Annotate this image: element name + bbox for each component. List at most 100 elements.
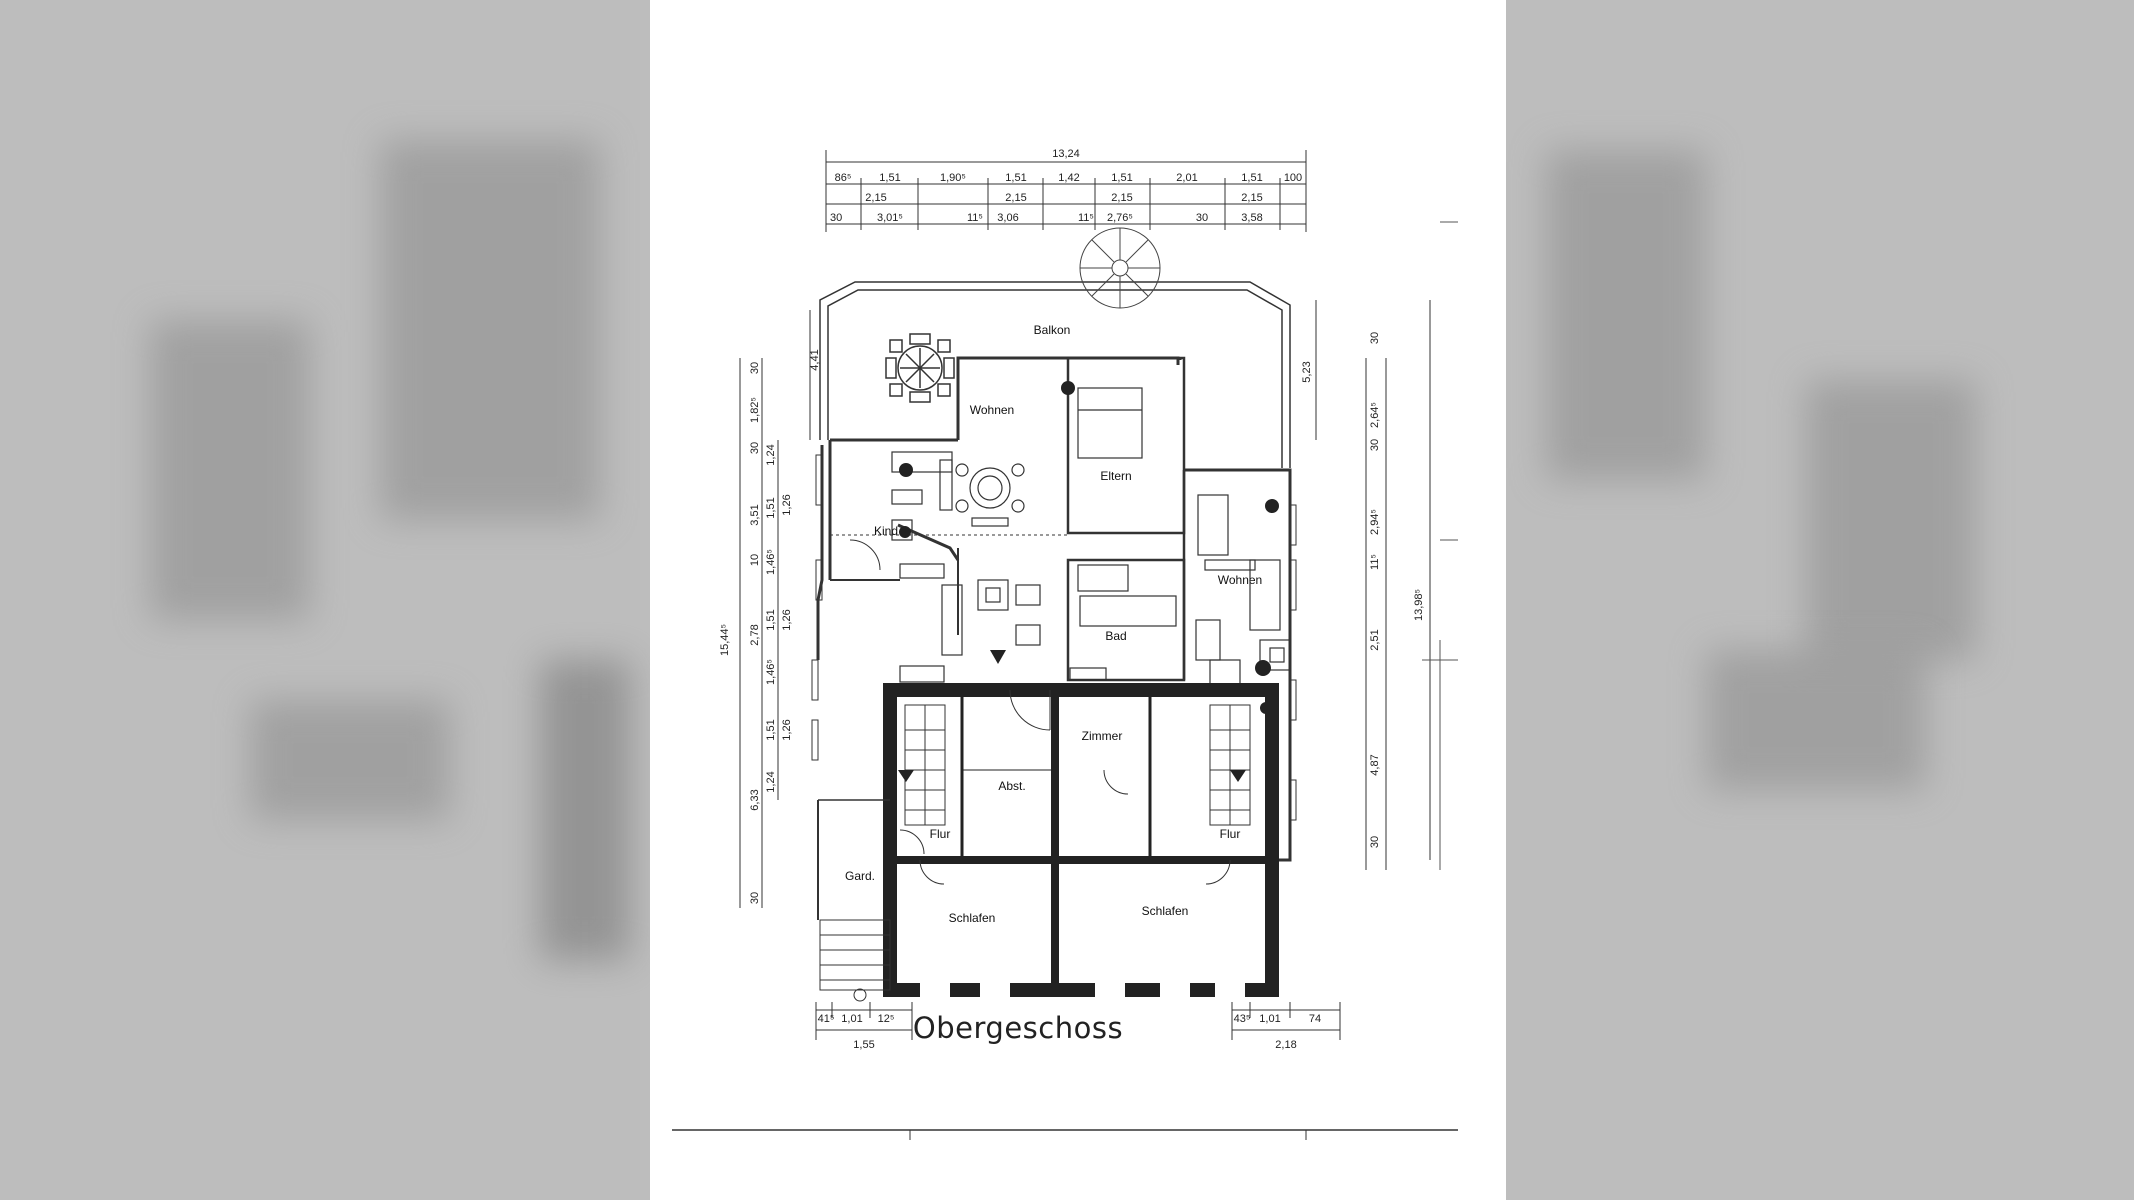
- blurred-background-left: [0, 0, 650, 1200]
- dim-left-i6: 1,46⁵: [765, 659, 777, 685]
- dim-top-r3-7: 3,58: [1241, 212, 1262, 224]
- dim-left-outer: 30 1,82⁵ 30 3,51 10 2,78 6,33 30: [749, 362, 761, 904]
- dim-top-r3-0: 30: [830, 212, 842, 224]
- door-swings: [849, 539, 1231, 885]
- lower-window-gaps: [920, 983, 1245, 997]
- dim-top-r1-6: 2,01: [1176, 172, 1197, 184]
- dim-right-o0: 30: [1369, 332, 1381, 344]
- dim-bottom-left: 41⁵ 1,01 12⁵ 1,55: [818, 1013, 895, 1051]
- upper-furniture: [891, 387, 1291, 687]
- dim-top-row1: 86⁵ 1,51 1,90⁵ 1,51 1,42 1,51 2,01 1,51 …: [835, 172, 1303, 184]
- dim-left-inner: 1,24 1,51 1,26 1,46⁵ 1,51 1,26 1,46⁵ 1,5…: [765, 444, 793, 792]
- dim-left-i0: 1,24: [765, 444, 777, 465]
- dim-top-r1-7: 1,51: [1241, 172, 1262, 184]
- dim-top-r2-0: 2,15: [865, 192, 886, 204]
- room-label-wohnen-1: Wohnen: [970, 403, 1014, 417]
- dim-top-r1-3: 1,51: [1005, 172, 1026, 184]
- room-label-balkon: Balkon: [1034, 323, 1071, 337]
- blurred-background-right: [1506, 0, 2134, 1200]
- room-label-eltern: Eltern: [1100, 469, 1131, 483]
- dim-top-r1-4: 1,42: [1058, 172, 1079, 184]
- room-label-schlafen-2: Schlafen: [1142, 904, 1189, 918]
- floor-plan-drawing: 13,24 86⁵ 1,51 1,90⁵ 1,51 1,42 1,51 2,01…: [672, 148, 1458, 1140]
- plan-title: Obergeschoss: [913, 1011, 1123, 1045]
- room-label-kind: Kind: [874, 524, 898, 538]
- room-label-abst: Abst.: [998, 779, 1025, 793]
- room-label-zimmer: Zimmer: [1082, 729, 1123, 743]
- dim-right-balcony: 5,23: [1301, 361, 1313, 382]
- dim-top-row3: 30 3,01⁵ 11⁵ 3,06 11⁵ 2,76⁵ 30 3,58: [830, 212, 1263, 224]
- dim-top-r3-4: 11⁵: [1078, 212, 1094, 224]
- dim-bottom-r1: 1,01: [1259, 1013, 1280, 1025]
- entry-steps: [817, 799, 891, 1002]
- dim-right-o1: 2,64⁵: [1369, 402, 1381, 428]
- dim-left-i4: 1,51: [765, 609, 777, 630]
- dim-top-r1-1: 1,51: [879, 172, 900, 184]
- dim-left-i3: 1,46⁵: [765, 549, 777, 575]
- dim-left-i8: 1,26: [781, 719, 793, 740]
- dim-left-i2: 1,26: [781, 494, 793, 515]
- spiral-staircase: [1079, 227, 1161, 309]
- dim-left-o0: 30: [749, 362, 761, 374]
- right-dimension-lines: [1315, 300, 1431, 870]
- dim-left-total: 15,44⁵: [719, 624, 731, 656]
- dim-left-i9: 1,24: [765, 771, 777, 792]
- dim-top-total: 13,24: [1052, 148, 1080, 160]
- dim-top-r2-3: 2,15: [1241, 192, 1262, 204]
- dim-left-i7: 1,51: [765, 719, 777, 740]
- stairs: [904, 704, 1251, 826]
- balcony-table: [885, 333, 955, 403]
- dim-left-o3: 3,51: [749, 504, 761, 525]
- lower-walls: [883, 683, 1279, 997]
- top-dimension-lines: [825, 150, 1307, 232]
- room-label-schlafen-1: Schlafen: [949, 911, 996, 925]
- dim-top-r3-3: 3,06: [997, 212, 1018, 224]
- room-label-bad: Bad: [1105, 629, 1126, 643]
- dim-top-r3-2: 11⁵: [967, 212, 983, 224]
- dim-top-r3-1: 3,01⁵: [877, 212, 903, 224]
- dim-bottom-right: 43⁵ 1,01 74 2,18: [1234, 1013, 1322, 1051]
- dim-right-o2: 30: [1369, 439, 1381, 451]
- dim-top-r3-5: 2,76⁵: [1107, 212, 1133, 224]
- dim-right-o6: 4,87: [1369, 754, 1381, 775]
- room-label-flur-1: Flur: [930, 827, 951, 841]
- room-label-wohnen-2: Wohnen: [1218, 573, 1262, 587]
- dim-top-r1-2: 1,90⁵: [940, 172, 966, 184]
- dim-left-i1: 1,51: [765, 497, 777, 518]
- dim-left-balcony: 4,41: [809, 349, 821, 370]
- dim-bottom-r2: 74: [1309, 1013, 1321, 1025]
- dim-left-o5: 2,78: [749, 624, 761, 645]
- edge-ticks: [1422, 221, 1458, 870]
- left-windows: [811, 454, 1297, 821]
- dim-top-row2: 2,15 2,15 2,15 2,15: [865, 192, 1262, 204]
- dim-bottom-l-total: 1,55: [853, 1039, 874, 1051]
- dim-left-i5: 1,26: [781, 609, 793, 630]
- dim-right-outer: 30 2,64⁵ 30 2,94⁵ 11⁵ 2,51 4,87 30: [1369, 332, 1381, 848]
- left-dimension-lines: [739, 310, 811, 908]
- dim-top-r1-8: 100: [1284, 172, 1302, 184]
- room-label-gard: Gard.: [845, 869, 875, 883]
- dim-left-o1: 1,82⁵: [749, 397, 761, 423]
- dim-right-o7: 30: [1369, 836, 1381, 848]
- dim-right-o4: 11⁵: [1369, 554, 1381, 570]
- floor-plan-sheet: 13,24 86⁵ 1,51 1,90⁵ 1,51 1,42 1,51 2,01…: [650, 0, 1506, 1200]
- plant-icons: [899, 381, 1279, 714]
- dim-left-o6: 6,33: [749, 789, 761, 810]
- balcony-outline: [819, 281, 1291, 468]
- room-label-flur-2: Flur: [1220, 827, 1241, 841]
- dim-right-o5: 2,51: [1369, 629, 1381, 650]
- dim-top-r1-0: 86⁵: [835, 172, 852, 184]
- dim-top-r2-2: 2,15: [1111, 192, 1132, 204]
- dim-top-r2-1: 2,15: [1005, 192, 1026, 204]
- dim-bottom-r0: 43⁵: [1234, 1013, 1251, 1025]
- dim-top-r3-6: 30: [1196, 212, 1208, 224]
- dim-bottom-l1: 1,01: [841, 1013, 862, 1025]
- dim-right-total: 13,98⁵: [1413, 589, 1425, 621]
- stair-arrow-icons: [898, 650, 1246, 782]
- dim-left-o7: 30: [749, 892, 761, 904]
- sheet-bottom-frame: [672, 1129, 1458, 1140]
- dim-top-r1-5: 1,51: [1111, 172, 1132, 184]
- bottom-dimension-lines: [815, 1002, 1341, 1040]
- dim-bottom-l2: 12⁵: [878, 1013, 895, 1025]
- dim-bottom-l0: 41⁵: [818, 1013, 835, 1025]
